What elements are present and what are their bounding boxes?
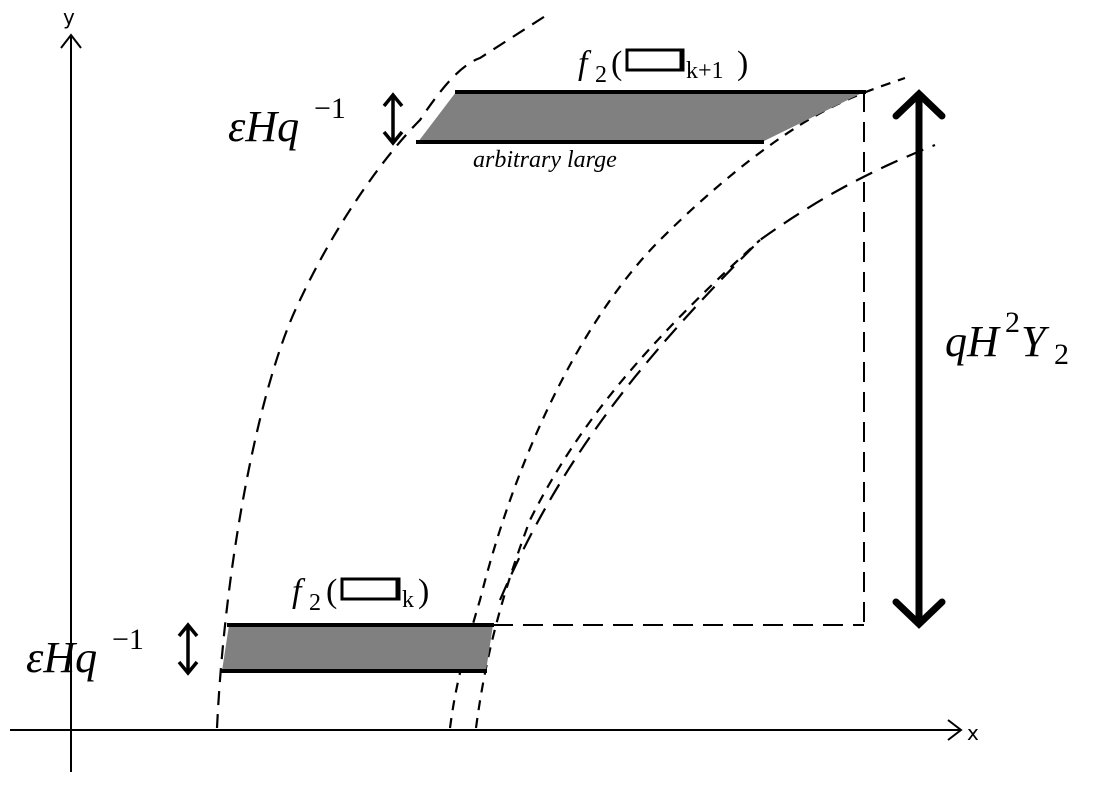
top-eps-text: εHq	[228, 102, 299, 151]
top-close-paren: )	[737, 45, 748, 82]
top-box-subscript: k+1	[686, 58, 724, 84]
top-band-label: f 2 ( k+1 )	[578, 45, 748, 88]
x-axis-arrowhead	[947, 719, 963, 741]
bottom-box-subscript: k	[402, 587, 414, 613]
top-f-symbol: f	[578, 45, 592, 82]
bottom-thickness-double-arrow	[177, 622, 199, 676]
height-label: qH 2 Y 2	[945, 306, 1069, 371]
bottom-eps-exponent: −1	[112, 623, 144, 656]
bottom-f-subscript: 2	[309, 590, 321, 616]
bottom-band	[220, 623, 494, 673]
bottom-close-paren: )	[418, 573, 429, 610]
bottom-band-fill	[222, 625, 493, 671]
bottom-open-paren: (	[326, 573, 337, 610]
middle-outer-dashed-curve	[474, 239, 761, 729]
y-axis-label: y	[63, 5, 75, 29]
right-dashed-curve	[498, 143, 936, 601]
dashed-curves	[215, 12, 936, 729]
top-thickness-label: εHq −1	[228, 92, 346, 151]
bottom-f-symbol: f	[292, 573, 306, 610]
thickness-arrows	[177, 92, 404, 676]
x-axis-label: x	[967, 721, 979, 745]
axes	[10, 33, 963, 772]
height-qH-exponent: 2	[1005, 306, 1020, 339]
height-Y-text: Y	[1021, 317, 1050, 366]
middle-inner-dashed-curve	[448, 76, 906, 729]
top-box-icon	[625, 48, 685, 72]
bottom-band-label: f 2 ( k )	[292, 573, 429, 616]
top-band-fill	[418, 92, 864, 142]
height-double-arrow	[892, 89, 946, 629]
top-band	[416, 90, 866, 144]
height-Y-subscript: 2	[1054, 338, 1069, 371]
top-open-paren: (	[611, 45, 622, 82]
top-f-subscript: 2	[595, 62, 607, 88]
top-thickness-double-arrow	[382, 92, 404, 146]
bottom-thickness-label: εHq −1	[26, 623, 144, 682]
top-eps-exponent: −1	[314, 92, 346, 125]
arbitrary-large-caption: arbitrary large	[473, 147, 617, 173]
height-qH-text: qH	[945, 317, 1001, 366]
bottom-eps-text: εHq	[26, 633, 97, 682]
bottom-box-icon	[340, 577, 401, 601]
y-axis-arrowhead	[60, 33, 82, 49]
